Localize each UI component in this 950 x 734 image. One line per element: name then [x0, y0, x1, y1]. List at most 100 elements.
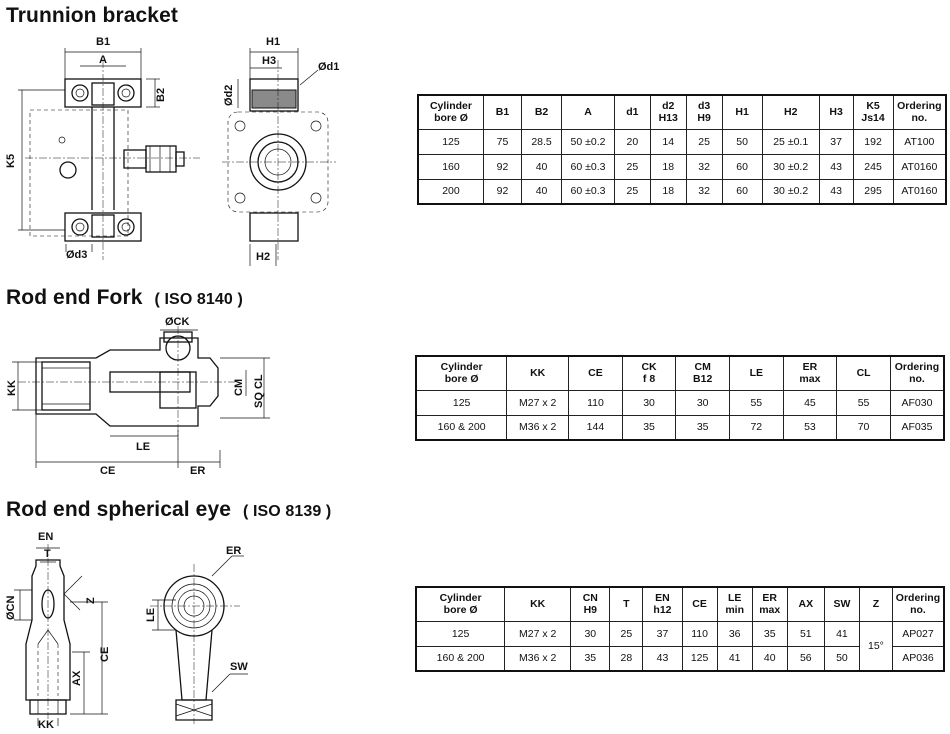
trunnion-table-cell: 245	[852, 153, 894, 180]
eye-table-cell: 56	[786, 645, 825, 672]
fork-title-text: Rod end Fork	[6, 286, 143, 309]
eye-title: Rod end spherical eye( ISO 8139 )	[6, 498, 331, 522]
trunnion-table-cell: 25	[613, 153, 651, 180]
trunnion-table-cell: 30 ±0.2	[761, 153, 820, 180]
eye-header-cell: CE	[681, 586, 718, 622]
eye-table-cell: AP027	[891, 620, 945, 647]
trunnion-header-cell: B2	[520, 94, 563, 130]
eye-table-cell: 36	[716, 620, 753, 647]
eye-table-cell: M36 x 2	[504, 645, 572, 672]
fork-table-cell: 144	[568, 414, 623, 441]
eye-iso-label: ( ISO 8139 )	[243, 503, 332, 520]
trunnion-table-cell: 192	[852, 128, 894, 155]
trunnion-table-cell: 60	[721, 178, 763, 205]
dim-ax: AX	[71, 670, 83, 686]
fork-table-cell: 30	[621, 389, 677, 416]
eye-table-cell: 30	[570, 620, 611, 647]
eye-header-cell: EN h12	[642, 586, 683, 622]
trunnion-header-cell: H2	[761, 94, 820, 130]
dim-sqcl: SQ CL	[253, 374, 265, 408]
fork-table-cell: M36 x 2	[506, 414, 570, 441]
trunnion-header-cell: d2 H13	[649, 94, 687, 130]
dim-kk: KK	[6, 380, 18, 396]
fork-table-cell: 70	[836, 414, 891, 441]
trunnion-drawing: B1 A B2 K5 Ød3 H1 H3 Ød1 Ød2 H2	[5, 36, 339, 266]
fork-drawing: ØCK KK CM SQ CL LE CE ER	[6, 316, 270, 477]
trunnion-table-cell: 75	[482, 128, 522, 155]
dim-t: T	[44, 548, 51, 560]
trunnion-table-cell: 50 ±0.2	[561, 128, 615, 155]
trunnion-table-cell: 20	[613, 128, 651, 155]
eye-table-cell: 41	[716, 645, 753, 672]
eye-table-cell: M27 x 2	[504, 620, 572, 647]
trunnion-table-cell: 60 ±0.3	[561, 178, 615, 205]
dim-le-eye: LE	[145, 608, 157, 622]
eye-header-cell: ER max	[751, 586, 788, 622]
trunnion-header-cell: A	[561, 94, 615, 130]
trunnion-header-cell: Cylinder bore Ø	[417, 94, 484, 130]
trunnion-table-cell: 60	[721, 153, 763, 180]
dim-er: ER	[190, 465, 205, 477]
eye-table-cell: 125	[415, 620, 506, 647]
dim-sw: SW	[230, 661, 248, 673]
fork-table-cell: AF035	[889, 414, 945, 441]
fork-iso-label: ( ISO 8140 )	[154, 291, 243, 308]
eye-table-cell: 15°	[858, 620, 893, 672]
fork-table-cell: 35	[675, 414, 730, 441]
fork-table-cell: M27 x 2	[506, 389, 570, 416]
fork-header-cell: KK	[506, 355, 570, 391]
dim-d3: Ød3	[66, 249, 87, 261]
trunnion-table-cell: 43	[818, 153, 854, 180]
eye-table-cell: 51	[786, 620, 825, 647]
trunnion-table-cell: 18	[649, 153, 687, 180]
dim-a: A	[99, 54, 107, 66]
eye-table-cell: AP036	[891, 645, 945, 672]
trunnion-table-cell: 40	[520, 178, 563, 205]
fork-table-cell: 55	[836, 389, 891, 416]
fork-table-cell: 55	[729, 389, 784, 416]
trunnion-header-cell: B1	[482, 94, 522, 130]
eye-header-cell: AX	[786, 586, 825, 622]
eye-table-cell: 43	[642, 645, 683, 672]
fork-header-cell: CK f 8	[621, 355, 677, 391]
eye-table-cell: 50	[823, 645, 860, 672]
fork-title: Rod end Fork ( ISO 8140 )	[6, 286, 243, 310]
trunnion-header-cell: K5 Js14	[852, 94, 894, 130]
trunnion-table-cell: 92	[482, 178, 522, 205]
eye-header-cell: CN H9	[570, 586, 611, 622]
trunnion-table-cell: 30 ±0.2	[761, 178, 820, 205]
trunnion-table-cell: 32	[685, 153, 723, 180]
trunnion-title-text: Trunnion bracket	[6, 4, 178, 27]
fork-header-cell: Ordering no.	[889, 355, 945, 391]
fork-header-cell: Cylinder bore Ø	[415, 355, 508, 391]
dim-ck: ØCK	[165, 316, 190, 328]
dim-kk-eye: KK	[38, 719, 54, 731]
dim-z: Z	[85, 597, 97, 604]
fork-table-cell: 35	[621, 414, 677, 441]
trunnion-table-cell: AT0160	[892, 178, 947, 205]
dim-h2: H2	[256, 251, 270, 263]
trunnion-table-cell: 160	[417, 153, 484, 180]
trunnion-table-cell: 28.5	[520, 128, 563, 155]
eye-table-cell: 28	[609, 645, 644, 672]
eye-table-cell: 41	[823, 620, 860, 647]
dim-h1: H1	[266, 36, 280, 48]
fork-table-cell: 45	[782, 389, 838, 416]
trunnion-title: Trunnion bracket	[6, 4, 178, 28]
eye-table-cell: 125	[681, 645, 718, 672]
fork-header-cell: CL	[836, 355, 891, 391]
dim-d1: Ød1	[318, 61, 339, 73]
trunnion-header-cell: H3	[818, 94, 854, 130]
trunnion-table-cell: AT100	[892, 128, 947, 155]
eye-drawing: EN T ØCN Z CE AX KK ER LE SW	[5, 531, 248, 731]
fork-table-cell: 110	[568, 389, 623, 416]
